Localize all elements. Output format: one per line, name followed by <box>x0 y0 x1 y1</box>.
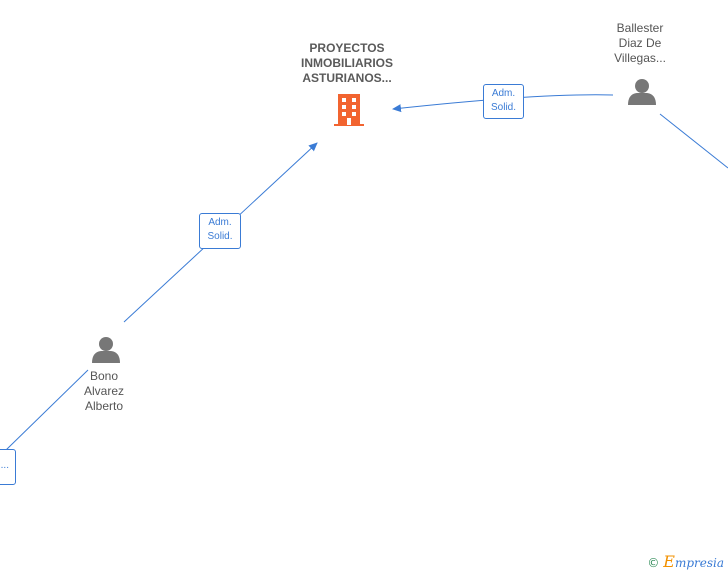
person-name-line: Diaz De <box>618 36 662 50</box>
person-name-line: Villegas... <box>614 51 666 65</box>
person-icon[interactable] <box>92 337 120 363</box>
person-name-line: Ballester <box>616 21 664 35</box>
relation-badge-line: Solid. <box>490 102 516 113</box>
relation-badge[interactable]: ... <box>0 449 16 485</box>
relation-badge-line: ... <box>0 460 9 471</box>
relation-badge-line: Adm. <box>208 217 232 228</box>
brand-name: mpresia <box>674 556 724 570</box>
building-icon[interactable] <box>334 94 364 126</box>
person-name-ballester[interactable]: Ballester Diaz De Villegas... <box>590 21 690 66</box>
edge-offscreen-to-bono <box>5 369 89 451</box>
company-name[interactable]: PROYECTOS INMOBILIARIOS ASTURIANOS... <box>286 41 408 86</box>
company-name-line: INMOBILIARIOS <box>301 56 393 70</box>
company-name-line: ASTURIANOS... <box>302 71 392 85</box>
relation-badge-line: Solid. <box>207 231 233 242</box>
person-name-line: Bono <box>89 369 119 383</box>
relation-badge[interactable]: Adm. Solid. <box>199 213 241 249</box>
relation-badge[interactable]: Adm. Solid. <box>483 84 524 119</box>
person-name-line: Alvarez <box>83 384 124 398</box>
footer-brand[interactable]: © Empresia <box>647 552 724 571</box>
copyright-symbol: © <box>647 556 660 570</box>
edge-ballester-offscreen-right <box>659 113 728 169</box>
company-name-line: PROYECTOS <box>309 41 385 55</box>
person-name-line: Alberto <box>84 399 124 413</box>
brand-logo-initial: E <box>663 552 675 571</box>
relation-badge-line: Adm. <box>491 88 516 99</box>
person-icon[interactable] <box>628 79 656 105</box>
person-name-bono[interactable]: Bono Alvarez Alberto <box>64 369 144 414</box>
